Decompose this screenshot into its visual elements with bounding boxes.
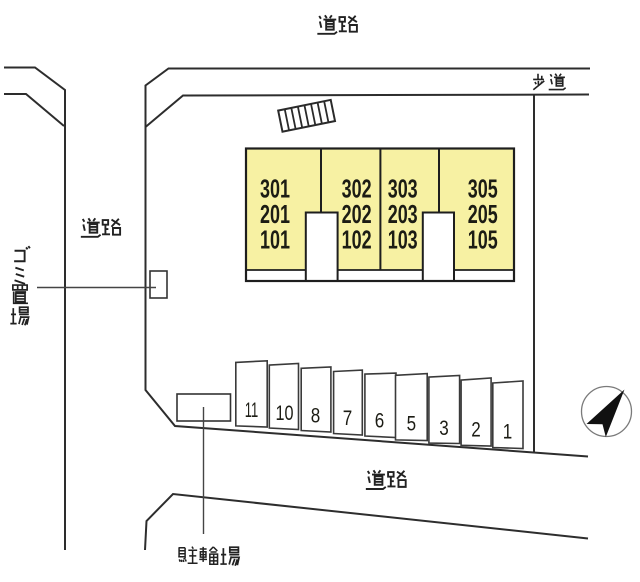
svg-text:202: 202 (342, 199, 372, 229)
svg-text:301: 301 (260, 174, 290, 204)
svg-text:201: 201 (260, 199, 290, 229)
svg-text:11: 11 (245, 398, 259, 422)
svg-text:8: 8 (311, 403, 321, 427)
svg-text:3: 3 (439, 416, 449, 440)
svg-text:10: 10 (276, 401, 294, 425)
svg-text:6: 6 (375, 408, 385, 432)
svg-text:2: 2 (471, 417, 481, 441)
svg-text:101: 101 (260, 224, 290, 254)
svg-text:7: 7 (343, 406, 353, 430)
svg-text:1: 1 (503, 419, 513, 443)
svg-text:103: 103 (388, 224, 418, 254)
svg-text:102: 102 (342, 224, 372, 254)
svg-text:203: 203 (388, 199, 418, 229)
svg-text:305: 305 (468, 174, 498, 204)
svg-text:205: 205 (468, 199, 498, 229)
svg-text:302: 302 (342, 174, 372, 204)
svg-text:303: 303 (388, 174, 418, 204)
svg-text:105: 105 (468, 224, 498, 254)
svg-text:5: 5 (407, 411, 417, 435)
